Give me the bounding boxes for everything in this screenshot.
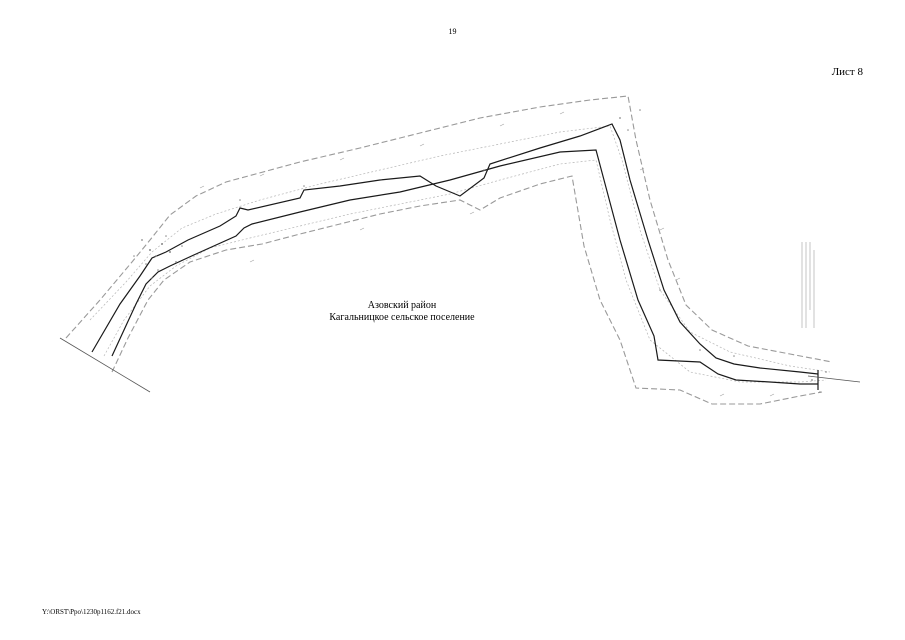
survey-ticks xyxy=(199,111,775,397)
vertical-annotation xyxy=(801,242,815,328)
settlement-name: Кагальницкое сельское поселение xyxy=(329,312,475,323)
zone-boundary-outer xyxy=(65,95,833,363)
east-cut-line xyxy=(807,375,861,383)
survey-points-cluster xyxy=(133,109,827,393)
zone-boundary-inner xyxy=(111,175,823,405)
plot-boundary-north xyxy=(91,123,819,375)
page-number: 19 xyxy=(448,27,457,36)
plot-boundary-south xyxy=(111,149,818,385)
district-name: Азовский район xyxy=(367,300,437,311)
road-edge-south xyxy=(103,159,827,383)
footer-file-path: Y:\ORST\Ppo\1230p1162.f21.docx xyxy=(42,608,141,616)
sheet-label: Лист 8 xyxy=(831,66,863,78)
road-edge-north xyxy=(89,125,831,373)
plot-boundary-west-cut xyxy=(59,337,151,393)
district-label: Азовский район Кагальницкое сельское пос… xyxy=(302,300,502,324)
